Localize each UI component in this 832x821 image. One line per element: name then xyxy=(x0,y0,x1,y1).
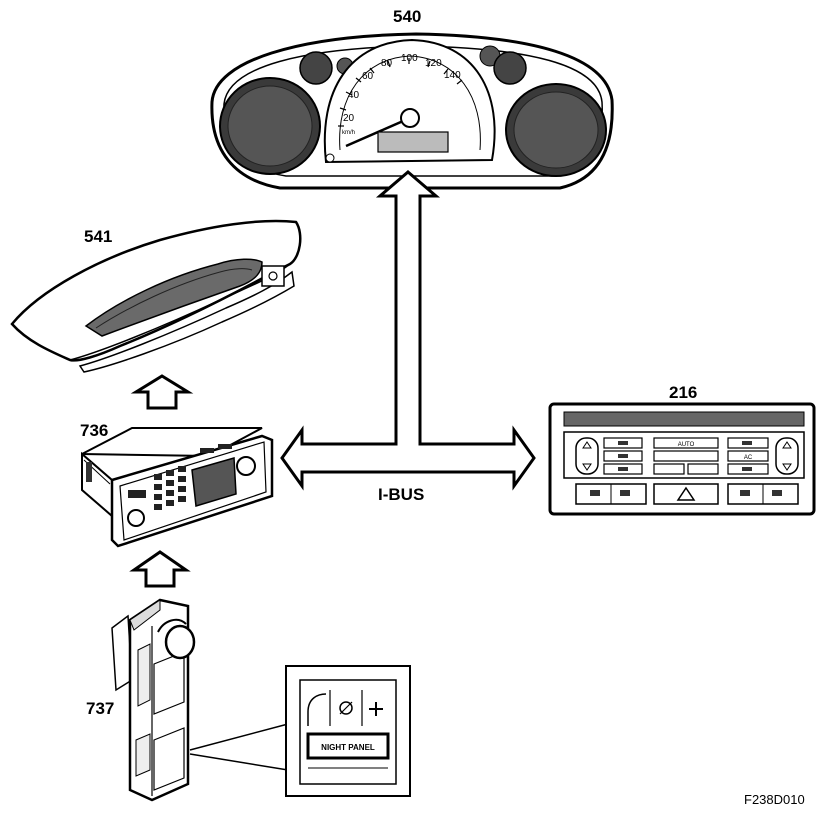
night-panel-label: NIGHT PANEL xyxy=(321,743,375,752)
instrument-cluster: 20 40 60 80 100 120 140 km/h 540 xyxy=(210,7,614,190)
speed-scale-marks xyxy=(338,58,463,127)
climate-auto-label: AUTO xyxy=(678,442,695,448)
up-arrow-to-sid xyxy=(130,374,194,410)
i-bus-arrow xyxy=(280,170,536,491)
night-panel-inset: NIGHT PANEL xyxy=(285,665,411,797)
speed-unit: km/h xyxy=(342,130,355,136)
label-541: 541 xyxy=(84,227,112,246)
preset-buttons xyxy=(128,444,232,510)
label-540: 540 xyxy=(393,7,421,26)
label-736: 736 xyxy=(80,421,108,440)
audio-display xyxy=(191,457,237,507)
climate-control-panel: AUTO AC 216 xyxy=(548,383,816,516)
light-icon xyxy=(339,701,353,715)
tune-knob xyxy=(236,456,256,476)
climate-ac-label: AC xyxy=(744,455,753,461)
bus-label: I-BUS xyxy=(378,485,424,504)
figure-code: F238D010 xyxy=(744,792,805,807)
speed-tick: 120 xyxy=(425,58,442,69)
label-216: 216 xyxy=(669,383,697,402)
speed-tick: 140 xyxy=(444,70,461,81)
dimmer-knob xyxy=(164,624,196,660)
speed-tick: 20 xyxy=(343,113,355,124)
volume-knob xyxy=(127,509,145,527)
label-737: 737 xyxy=(86,699,114,718)
hazard-icon xyxy=(676,486,696,501)
up-arrow-to-audio xyxy=(129,550,191,588)
odometer-display xyxy=(377,131,449,153)
audio-unit: 736 xyxy=(80,421,274,548)
needle-hub xyxy=(400,108,420,128)
night-panel-button xyxy=(306,732,390,760)
speed-tick: 60 xyxy=(362,71,374,82)
speed-tick: 80 xyxy=(381,58,393,69)
speed-tick: 40 xyxy=(348,90,360,101)
sid-display-unit: 541 xyxy=(10,219,302,373)
dimmer-switch: 737 xyxy=(86,598,289,802)
plus-icon xyxy=(369,702,383,716)
